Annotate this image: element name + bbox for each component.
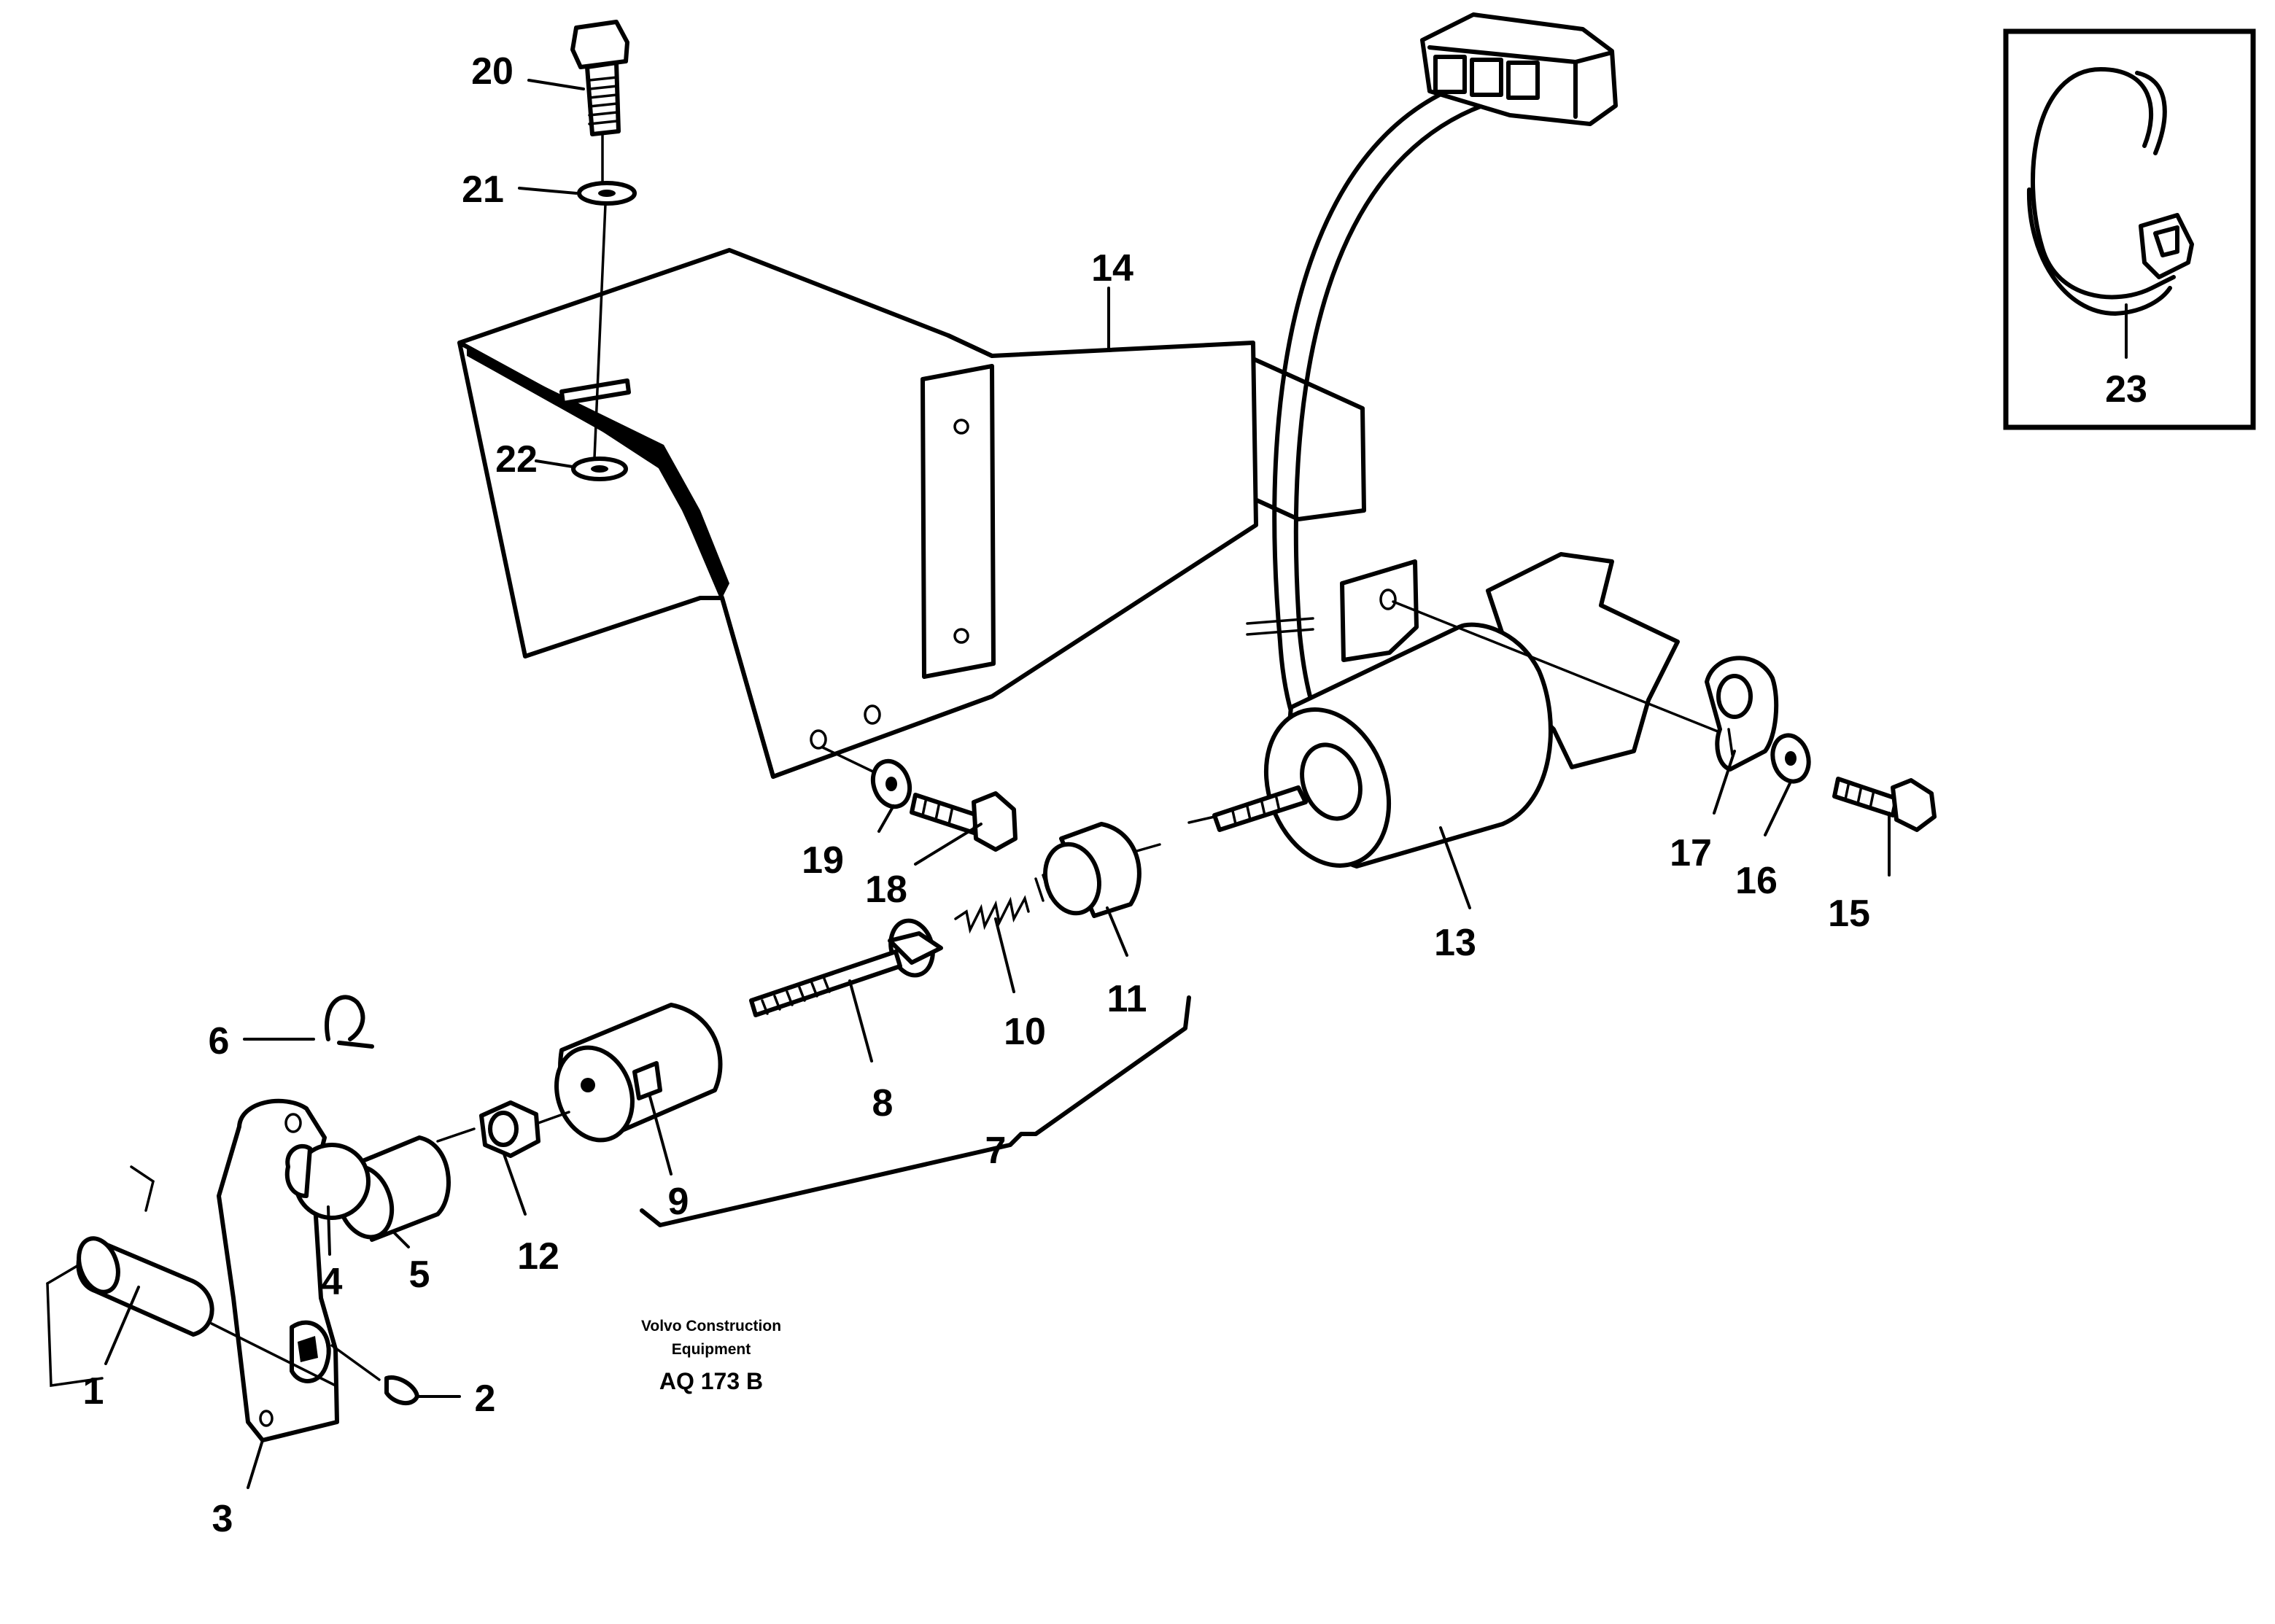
pin-part-8	[749, 918, 943, 1017]
callout-11: 11	[1107, 978, 1147, 1020]
clamp-part-17	[1705, 656, 1779, 772]
footer-brand: Volvo Construction Equipment AQ 173 B	[641, 1318, 781, 1394]
cover-bracket-part	[457, 248, 1366, 779]
callout-20: 20	[471, 50, 513, 93]
footer-company-line1: Volvo Construction	[641, 1318, 781, 1334]
callout-21: 21	[462, 168, 504, 211]
callout-19: 19	[802, 839, 844, 882]
solenoid-part-13	[1187, 552, 1723, 869]
solenoid-cable-part	[1246, 12, 1618, 782]
bolt-part-15	[1832, 777, 1937, 832]
callout-18: 18	[865, 869, 907, 911]
callout-22: 22	[495, 438, 538, 481]
callout-15: 15	[1828, 893, 1870, 935]
callout-1: 1	[83, 1370, 104, 1413]
pin-part-1	[46, 1165, 337, 1388]
callout-12: 12	[517, 1235, 559, 1278]
callout-4: 4	[322, 1261, 343, 1303]
ring-part-23	[2026, 67, 2194, 316]
spring-part-10	[954, 895, 1030, 934]
adjuster-part-11	[1034, 822, 1161, 918]
inset-detail-box	[2003, 28, 2256, 430]
split-pin-part-2	[330, 1344, 419, 1405]
clip-part-6	[325, 995, 374, 1049]
assembly-bracket-7	[640, 995, 1191, 1227]
callout-23: 23	[2105, 368, 2147, 411]
callout-5: 5	[409, 1254, 430, 1296]
callout-14: 14	[1091, 247, 1133, 290]
washer-part-16	[1770, 733, 1811, 784]
bolt-part-18	[910, 791, 1018, 852]
callout-10: 10	[1004, 1011, 1046, 1053]
leader-lines	[104, 79, 2128, 1489]
callout-17: 17	[1670, 832, 1712, 874]
callout-16: 16	[1735, 860, 1778, 902]
bushing-part-9	[554, 1003, 723, 1143]
callout-13: 13	[1434, 922, 1476, 964]
callout-3: 3	[212, 1498, 233, 1540]
footer-company-line2: Equipment	[672, 1341, 751, 1358]
ball-joint-part-4	[284, 1143, 371, 1220]
footer-diagram-code: AQ 173 B	[659, 1368, 763, 1394]
callout-8: 8	[872, 1082, 894, 1124]
callout-labels: 1 2 3 4 5 6 7 8 9 10 11 12 13 14 15 16 1…	[83, 50, 2147, 1540]
washer-part-19	[821, 746, 912, 809]
callout-2: 2	[475, 1378, 496, 1420]
bolt-part-20	[570, 20, 637, 481]
nut-part-12	[436, 1100, 570, 1158]
callout-9: 9	[668, 1181, 689, 1223]
callout-7: 7	[985, 1130, 1007, 1172]
callout-6: 6	[209, 1020, 230, 1062]
